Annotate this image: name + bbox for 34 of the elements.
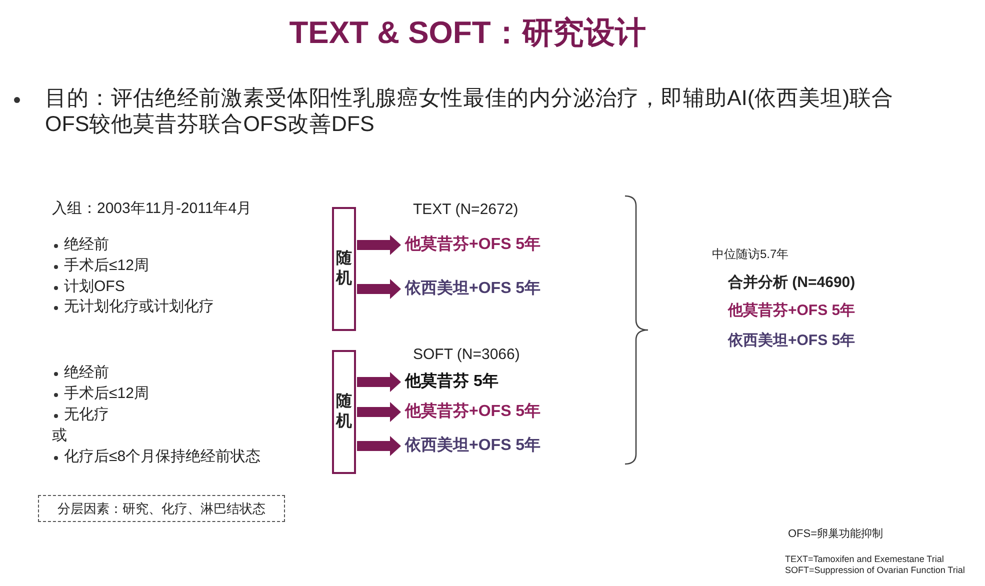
criteria-item: 绝经前: [52, 364, 109, 382]
footnote: SOFT=Suppression of Ovarian Function Trial: [785, 565, 965, 576]
criteria-item: 化疗后≤8个月保持绝经前状态: [52, 448, 261, 466]
arrow: [357, 436, 401, 456]
footnote: OFS=卵巢功能抑制: [788, 528, 884, 542]
treatment-arm: 依西美坦+OFS 5年: [405, 279, 541, 298]
analysis-heading: 合并分析 (N=4690): [728, 274, 856, 292]
criteria-item: 手术后≤12周: [52, 257, 149, 275]
randomization-box: 随机: [332, 350, 356, 474]
treatment-arm: 他莫昔芬+OFS 5年: [405, 402, 541, 422]
criteria-text: 或: [52, 427, 67, 445]
treatment-arm: 他莫昔芬 5年: [405, 372, 498, 392]
trial-heading: TEXT (N=2672): [413, 201, 518, 219]
title: TEXT & SOFT：研究设计: [288, 14, 647, 52]
objective-text: 目的：评估绝经前激素受体阳性乳腺癌女性最佳的内分泌治疗，即辅助AI(依西美坦)联合OFS较他莫昔芬联合OFS改善DFS: [12, 86, 937, 138]
arrow: [357, 235, 401, 255]
treatment-arm: 依西美坦+OFS 5年: [405, 436, 541, 456]
analysis-arm: 他莫昔芬+OFS 5年: [728, 302, 856, 320]
criteria-item: 计划OFS: [52, 278, 125, 296]
criteria-item: 手术后≤12周: [52, 385, 149, 403]
arrow: [357, 372, 401, 392]
trial-heading: SOFT (N=3066): [413, 346, 520, 364]
stratification-box: 分层因素：研究、化疗、淋巴结状态: [38, 495, 285, 522]
arrow: [357, 279, 401, 299]
treatment-arm: 他莫昔芬+OFS 5年: [405, 235, 541, 254]
criteria-item: 绝经前: [52, 236, 109, 254]
analysis-arm: 依西美坦+OFS 5年: [728, 332, 856, 350]
randomization-box: 随机: [332, 207, 356, 331]
criteria-item: 无化疗: [52, 406, 109, 424]
enrollment-text: 入组：2003年11月-2011年4月: [52, 200, 252, 218]
follow-up-text: 中位随访5.7年: [712, 247, 789, 262]
criteria-item: 无计划化疗或计划化疗: [52, 298, 214, 316]
arrow: [357, 402, 401, 422]
footnote: TEXT=Tamoxifen and Exemestane Trial: [785, 554, 944, 565]
